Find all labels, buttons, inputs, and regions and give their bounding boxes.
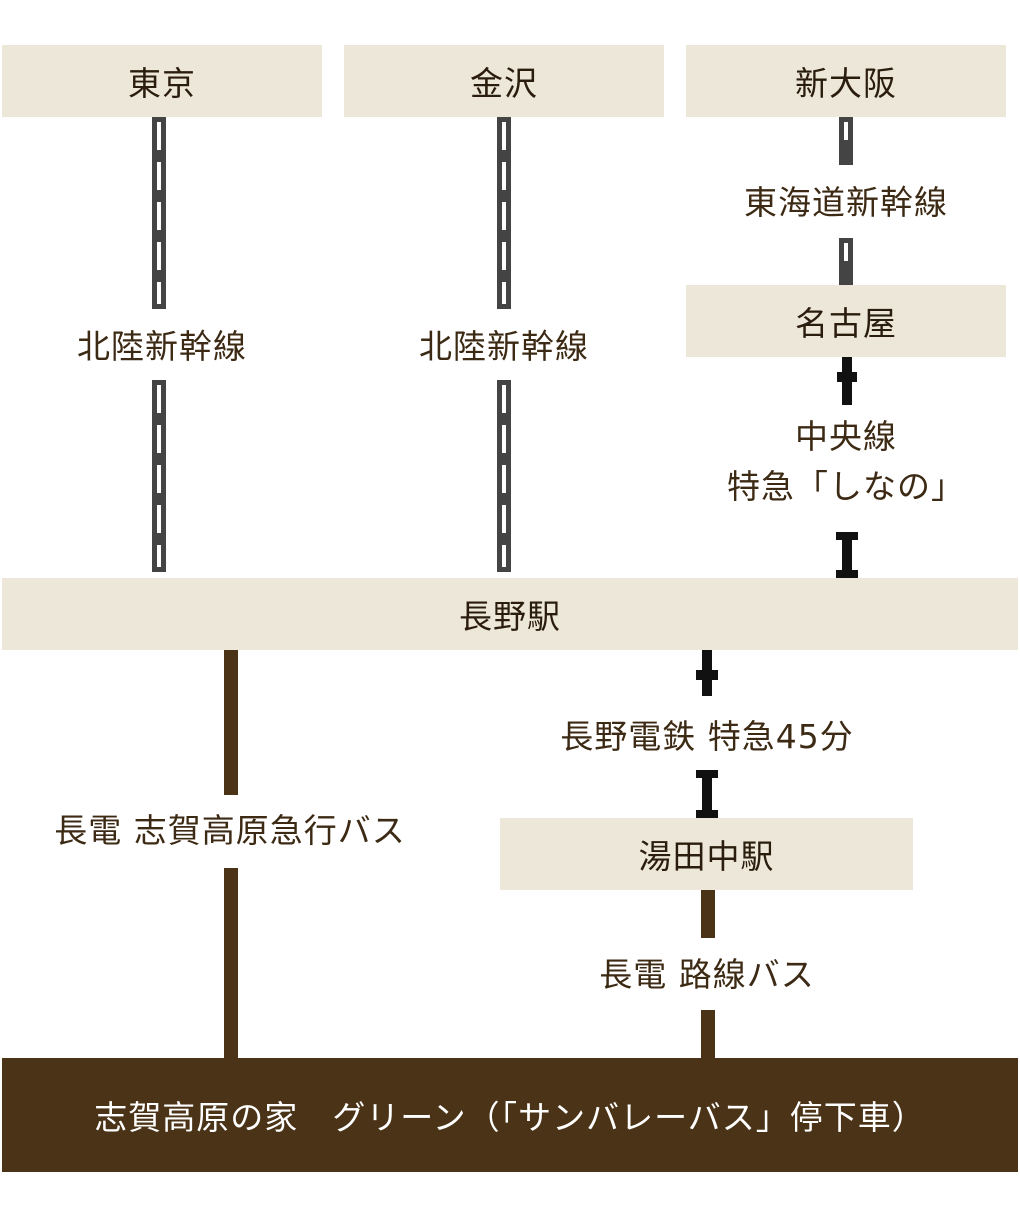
route-chuo-line: 中央線 (795, 417, 897, 456)
rail-bar-chuo-lower (842, 532, 852, 578)
station-shin-osaka-label: 新大阪 (795, 64, 897, 103)
rail-bar-chuo-upper-cross (837, 372, 857, 382)
route-tokaido: 東海道新幹線 (744, 183, 948, 222)
station-nagoya-label: 名古屋 (795, 304, 897, 343)
route-local-bus: 長電 路線バス (599, 955, 815, 994)
rail-track-tokyo-lower (152, 380, 166, 572)
route-hokuriku-kanazawa: 北陸新幹線 (419, 327, 589, 366)
destination-label: 志賀高原の家 グリーン（「サンバレーバス」停下車） (94, 1098, 926, 1137)
station-nagano-label: 長野駅 (459, 597, 561, 636)
route-hokuriku-tokyo: 北陸新幹線 (77, 327, 247, 366)
rail-track-kanazawa-lower (497, 380, 511, 572)
rail-track-tokaido-upper (839, 117, 853, 165)
bus-line-shiga-lower (224, 868, 238, 1058)
rail-bar-nagaden-upper-cross (696, 670, 718, 680)
rail-bar-nagaden-lower (702, 770, 712, 818)
station-kanazawa-label: 金沢 (470, 64, 538, 103)
rail-bar-nagaden-lower-cap-bottom (696, 810, 718, 818)
station-tokyo: 東京 (2, 45, 322, 117)
rail-bar-chuo-lower-cap-top (836, 532, 858, 540)
rail-bar-nagaden-lower-cap-top (696, 770, 718, 778)
station-nagoya: 名古屋 (686, 285, 1006, 357)
rail-track-tokyo-upper (152, 117, 166, 309)
route-shiga-express-bus: 長電 志賀高原急行バス (54, 811, 406, 850)
station-tokyo-label: 東京 (128, 64, 196, 103)
route-nagaden-express: 長野電鉄 特急45分 (560, 717, 854, 756)
bus-line-route-upper (701, 890, 715, 938)
destination-box: 志賀高原の家 グリーン（「サンバレーバス」停下車） (2, 1058, 1018, 1172)
station-shin-osaka: 新大阪 (686, 45, 1006, 117)
station-nagano: 長野駅 (2, 578, 1018, 650)
station-yudanaka: 湯田中駅 (500, 818, 913, 890)
station-kanazawa: 金沢 (344, 45, 664, 117)
rail-track-kanazawa-upper (497, 117, 511, 309)
bus-line-shiga-upper (224, 650, 238, 795)
bus-line-route-lower (701, 1010, 715, 1058)
rail-track-tokaido-lower (839, 238, 853, 286)
rail-bar-chuo-lower-cap-bottom (836, 570, 858, 578)
route-chuo-express: 特急「しなの」 (727, 467, 965, 506)
station-yudanaka-label: 湯田中駅 (638, 837, 775, 876)
